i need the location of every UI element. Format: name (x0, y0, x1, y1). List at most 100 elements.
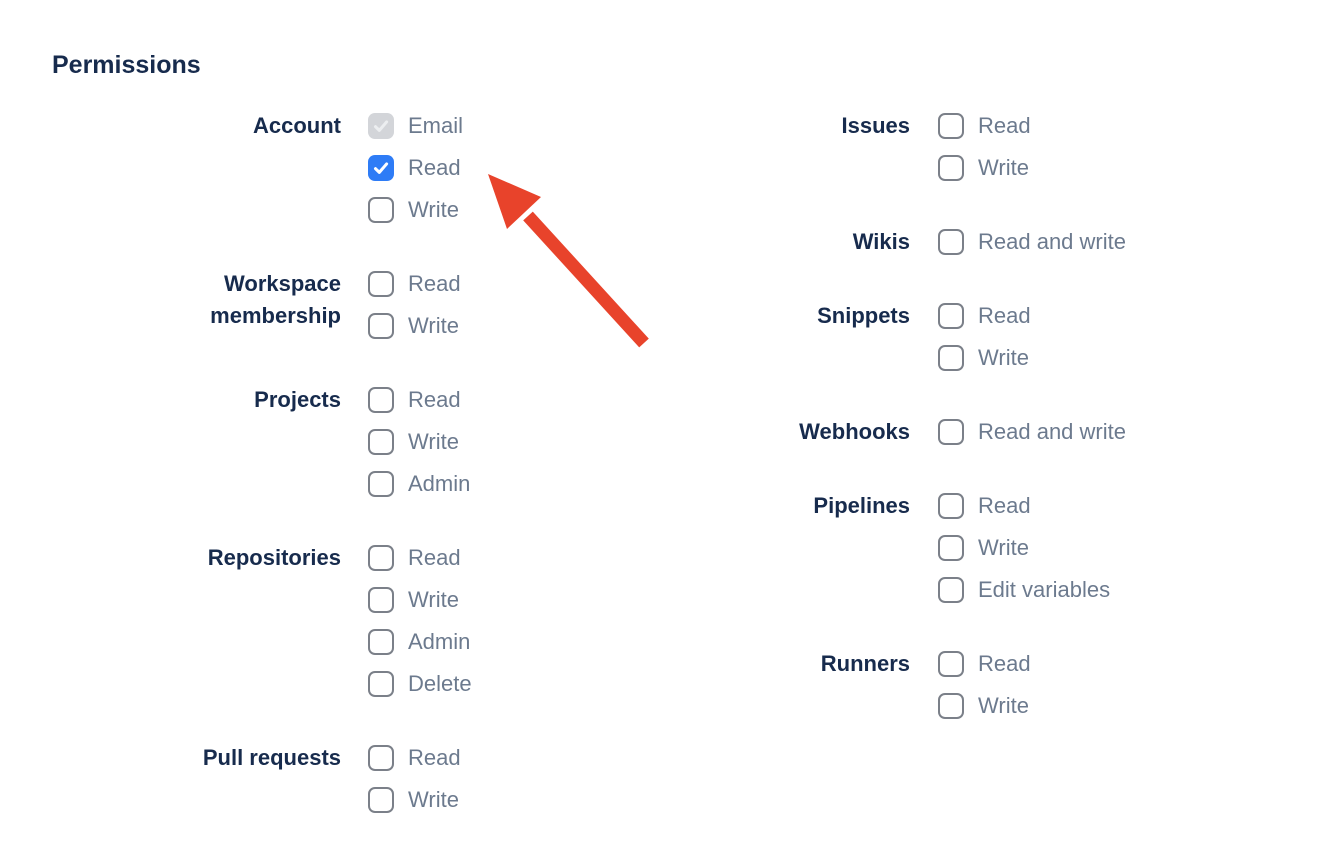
group-label-runners: Runners (820, 651, 910, 676)
checkbox-option-issues-write[interactable]: Write (938, 147, 1031, 189)
group-label-webhooks: Webhooks (799, 419, 910, 444)
checkbox-label: Read (408, 745, 461, 770)
checkbox-option-issues-read[interactable]: Read (938, 105, 1031, 147)
checkbox-runners-read[interactable] (938, 651, 964, 677)
permission-group-snippets: Snippets Read Write (660, 295, 1322, 379)
checkbox-wikis-read-and-write[interactable] (938, 229, 964, 255)
permission-group-wikis: Wikis Read and write (660, 221, 1322, 263)
checkbox-option-workspace-membership-read[interactable]: Read (368, 263, 461, 305)
checkbox-option-runners-read[interactable]: Read (938, 643, 1031, 685)
checkbox-label: Write (978, 155, 1029, 180)
checkbox-option-snippets-read[interactable]: Read (938, 295, 1031, 337)
checkmark-icon (373, 120, 389, 132)
checkbox-label: Read and write (978, 419, 1126, 444)
checkbox-label: Write (408, 197, 459, 222)
checkbox-projects-write[interactable] (368, 429, 394, 455)
checkbox-webhooks-read-and-write[interactable] (938, 419, 964, 445)
checkbox-label: Read (978, 113, 1031, 138)
checkbox-issues-write[interactable] (938, 155, 964, 181)
checkbox-option-pipelines-edit-variables[interactable]: Edit variables (938, 569, 1110, 611)
checkbox-pipelines-edit-variables[interactable] (938, 577, 964, 603)
checkbox-repositories-read[interactable] (368, 545, 394, 571)
checkbox-label: Write (978, 345, 1029, 370)
permission-group-issues: Issues Read Write (660, 105, 1322, 189)
checkbox-account-email (368, 113, 394, 139)
checkbox-label: Read and write (978, 229, 1126, 254)
checkbox-label: Write (408, 587, 459, 612)
checkbox-snippets-read[interactable] (938, 303, 964, 329)
checkbox-label: Edit variables (978, 577, 1111, 602)
checkbox-label: Read (978, 651, 1031, 676)
checkbox-workspace-membership-read[interactable] (368, 271, 394, 297)
checkbox-option-repositories-read[interactable]: Read (368, 537, 472, 579)
checkbox-snippets-write[interactable] (938, 345, 964, 371)
checkbox-label: Read (408, 271, 461, 296)
checkbox-label: Admin (408, 471, 471, 496)
permissions-column-right: Issues Read Write Wikis (660, 105, 1322, 759)
checkbox-option-workspace-membership-write[interactable]: Write (368, 305, 461, 347)
checkbox-workspace-membership-write[interactable] (368, 313, 394, 339)
checkbox-option-runners-write[interactable]: Write (938, 685, 1031, 727)
checkbox-option-snippets-write[interactable]: Write (938, 337, 1031, 379)
checkbox-option-pipelines-read[interactable]: Read (938, 485, 1110, 527)
group-label-pull-requests: Pull requests (202, 745, 341, 770)
permission-group-account: Account Email Read Write (52, 105, 660, 231)
permissions-columns: Account Email Read Write (52, 105, 1322, 844)
group-label-repositories: Repositories (207, 545, 341, 570)
checkbox-option-account-email: Email (368, 105, 463, 147)
checkbox-label: Read (978, 493, 1031, 518)
checkbox-pipelines-read[interactable] (938, 493, 964, 519)
checkbox-pull-requests-read[interactable] (368, 745, 394, 771)
group-label-workspace-membership: Workspace membership (210, 271, 341, 328)
permission-group-runners: Runners Read Write (660, 643, 1322, 727)
checkbox-option-pull-requests-write[interactable]: Write (368, 779, 461, 821)
group-label-projects: Projects (254, 387, 341, 412)
checkbox-label: Read (978, 303, 1031, 328)
checkbox-runners-write[interactable] (938, 693, 964, 719)
checkbox-option-pipelines-write[interactable]: Write (938, 527, 1110, 569)
checkbox-repositories-admin[interactable] (368, 629, 394, 655)
checkbox-label: Write (408, 429, 459, 454)
checkbox-label: Delete (408, 671, 472, 696)
checkbox-option-projects-write[interactable]: Write (368, 421, 470, 463)
page-title: Permissions (52, 51, 201, 79)
checkbox-repositories-write[interactable] (368, 587, 394, 613)
checkbox-option-repositories-admin[interactable]: Admin (368, 621, 472, 663)
checkbox-projects-read[interactable] (368, 387, 394, 413)
checkbox-label: Email (408, 113, 464, 138)
permission-group-pipelines: Pipelines Read Write Edit variables (660, 485, 1322, 611)
checkbox-repositories-delete[interactable] (368, 671, 394, 697)
checkbox-label: Read (408, 387, 461, 412)
checkbox-option-projects-admin[interactable]: Admin (368, 463, 470, 505)
group-label-wikis: Wikis (852, 229, 910, 254)
checkbox-pull-requests-write[interactable] (368, 787, 394, 813)
checkbox-option-projects-read[interactable]: Read (368, 379, 470, 421)
checkbox-account-read[interactable] (368, 155, 394, 181)
checkbox-label: Write (978, 535, 1029, 560)
checkbox-label: Read (408, 155, 461, 180)
permission-group-repositories: Repositories Read Write Admin (52, 537, 660, 705)
checkbox-pipelines-write[interactable] (938, 535, 964, 561)
checkbox-option-wikis-read-and-write[interactable]: Read and write (938, 221, 1126, 263)
permission-group-webhooks: Webhooks Read and write (660, 411, 1322, 453)
checkbox-account-write[interactable] (368, 197, 394, 223)
checkbox-option-webhooks-read-and-write[interactable]: Read and write (938, 411, 1126, 453)
group-label-account: Account (253, 113, 341, 138)
checkbox-option-pull-requests-read[interactable]: Read (368, 737, 461, 779)
checkbox-label: Write (408, 313, 459, 338)
permission-group-projects: Projects Read Write Admin (52, 379, 660, 505)
checkbox-option-repositories-write[interactable]: Write (368, 579, 472, 621)
checkbox-option-account-write[interactable]: Write (368, 189, 463, 231)
checkbox-projects-admin[interactable] (368, 471, 394, 497)
group-label-pipelines: Pipelines (813, 493, 910, 518)
checkbox-option-repositories-delete[interactable]: Delete (368, 663, 472, 705)
checkmark-icon (373, 162, 389, 174)
group-label-issues: Issues (841, 113, 911, 138)
permission-group-workspace-membership: Workspace membership Read Write (52, 263, 660, 347)
permission-group-pull-requests: Pull requests Read Write (52, 737, 660, 821)
checkbox-label: Admin (408, 629, 471, 654)
checkbox-issues-read[interactable] (938, 113, 964, 139)
group-label-snippets: Snippets (817, 303, 910, 328)
checkbox-option-account-read[interactable]: Read (368, 147, 463, 189)
